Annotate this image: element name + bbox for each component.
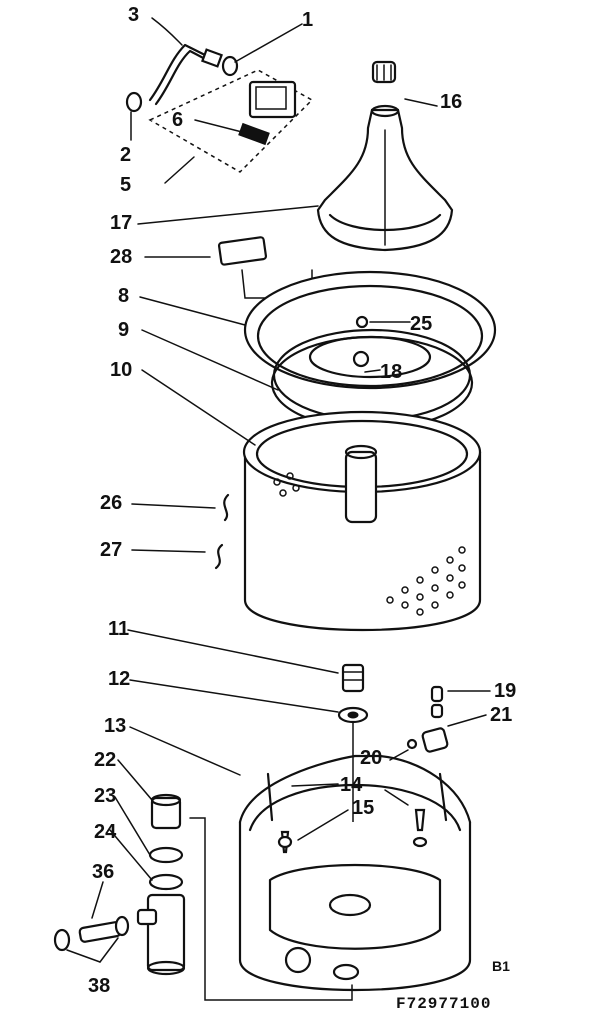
- tub-cover: [217, 236, 497, 431]
- callout-21: 21: [490, 704, 513, 726]
- callout-24: 24: [94, 821, 117, 843]
- callout-13: 13: [104, 715, 127, 737]
- callout-28: 28: [110, 246, 133, 268]
- callout-14: 14: [340, 774, 363, 796]
- callout-3: 3: [128, 4, 140, 26]
- wash-basket: [214, 410, 482, 632]
- callout-12: 12: [108, 668, 131, 690]
- drain-parts: [53, 793, 353, 1001]
- callout-11: 11: [108, 618, 130, 640]
- callout-27: 27: [100, 539, 123, 561]
- callout-26: 26: [100, 492, 123, 514]
- agitator: [316, 60, 454, 252]
- callout-36: 36: [92, 861, 115, 883]
- callout-16: 16: [440, 91, 463, 113]
- callout-2: 2: [120, 144, 132, 166]
- figure-code: F72977100: [396, 995, 492, 1013]
- callout-22: 22: [94, 749, 117, 771]
- callout-15: 15: [352, 797, 375, 819]
- callout-25: 25: [410, 313, 433, 335]
- callout-18: 18: [380, 361, 403, 383]
- callout-10: 10: [110, 359, 133, 381]
- callout-9: 9: [118, 319, 130, 341]
- callout-23: 23: [94, 785, 117, 807]
- callout-6: 6: [172, 109, 184, 131]
- callout-1: 1: [302, 9, 314, 31]
- callout-20: 20: [360, 747, 383, 769]
- valve-assembly: [125, 43, 314, 173]
- callout-17: 17: [110, 212, 133, 234]
- callout-38: 38: [88, 975, 111, 997]
- callout-5: 5: [120, 174, 132, 196]
- callout-19: 19: [494, 680, 517, 702]
- revision-mark: B1: [492, 958, 510, 974]
- leader-lines: [66, 17, 491, 963]
- outer-tub: [238, 754, 472, 992]
- callout-8: 8: [118, 285, 130, 307]
- small-fittings: [406, 685, 449, 753]
